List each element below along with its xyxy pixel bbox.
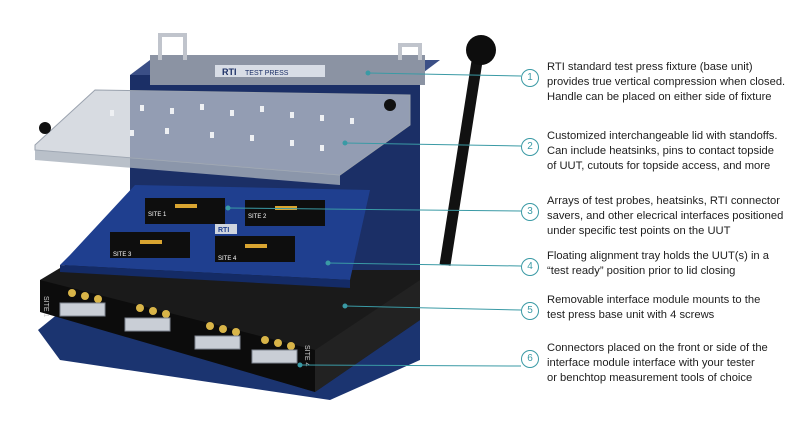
callout-text: Floating alignment tray holds the UUT(s)…: [547, 250, 769, 277]
callout-number: 2: [521, 138, 539, 156]
lever-knob: [466, 35, 496, 65]
callout-number: 1: [521, 69, 539, 87]
callout-text: Customized interchangeable lid with stan…: [547, 130, 778, 172]
callout-number: 4: [521, 258, 539, 276]
tray-site-label: SITE 4: [218, 256, 237, 262]
callout-1: 1 RTI standard test press fixture (base …: [521, 60, 800, 105]
callout-text: Arrays of test probes, heatsinks, RTI co…: [547, 195, 784, 237]
tray-site-label: SITE 1: [148, 212, 167, 218]
tray-site-label: SITE 2: [248, 214, 267, 220]
plate-label: TEST PRESS: [245, 70, 289, 77]
callout-6: 6 Connectors placed on the front or side…: [521, 341, 800, 386]
callout-number: 5: [521, 302, 539, 320]
callout-text: Connectors placed on the front or side o…: [547, 342, 768, 384]
uut-site-1: [145, 198, 225, 224]
callout-text: RTI standard test press fixture (base un…: [547, 61, 786, 103]
callout-3: 3 Arrays of test probes, heatsinks, RTI …: [521, 194, 800, 239]
callout-number: 6: [521, 350, 539, 368]
press-lever: [439, 54, 484, 266]
tray-logo: RTI: [218, 227, 229, 234]
callout-2: 2 Customized interchangeable lid with st…: [521, 129, 800, 174]
uut-site-4: [215, 236, 295, 262]
uut-site-2: [245, 200, 325, 226]
front-connectors: [59, 289, 298, 364]
leader-lines: [225, 70, 522, 368]
callout-number: 3: [521, 203, 539, 221]
lift-handle-right: [398, 43, 422, 60]
callout-5: 5 Removable interface module mounts to t…: [521, 293, 800, 323]
lift-handle-left: [158, 33, 187, 60]
front-site-label: SITE 4: [303, 345, 310, 367]
tray-site-label: SITE 3: [113, 252, 132, 258]
press-logo: RTI: [222, 67, 237, 77]
uut-site-3: [110, 232, 190, 258]
front-site-label: SITE 1: [42, 296, 49, 318]
callout-4: 4 Floating alignment tray holds the UUT(…: [521, 249, 800, 279]
callout-text: Removable interface module mounts to the…: [547, 294, 761, 321]
